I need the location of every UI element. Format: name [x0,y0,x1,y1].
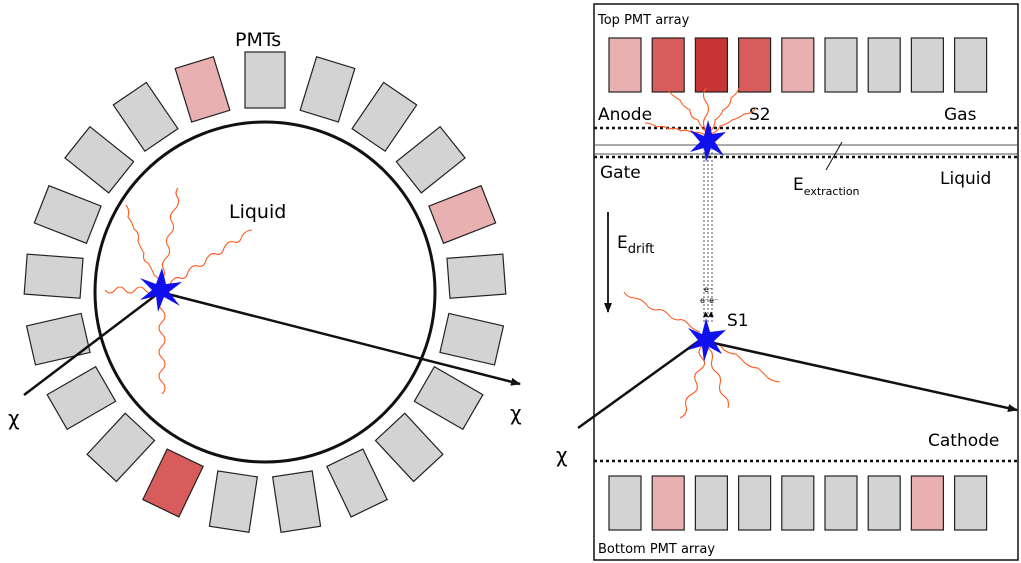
left-chi-out-label: χ [510,401,522,425]
s1-label: S1 [727,311,749,331]
pmt-tube [737,37,772,93]
right-liquid-label: Liquid [940,169,991,189]
photon-path [702,87,710,131]
left-chi-in-label: χ [8,406,20,430]
photon-path [125,204,163,286]
pmt-tube [326,448,388,518]
pmt-tube [910,475,945,531]
pmt-tube [608,37,642,93]
pmt-tube [824,37,858,93]
tpc-box [593,3,1019,561]
pmt-tube [271,470,322,533]
pmt-tube [374,412,444,483]
pmt-tube [142,448,204,518]
electron-label: e⁻e⁻ [700,296,718,305]
top-pmt-array-label: Top PMT array [597,13,690,28]
detector-circle [93,120,437,464]
right-outgoing-particle-track [699,338,1018,412]
gas-label: Gas [944,105,977,125]
pmt-tube [112,81,179,153]
left-liquid-label: Liquid [229,201,286,223]
pmt-tube [694,37,729,93]
pmt-tube [651,37,685,93]
pmt-tube [953,37,988,93]
pmt-tube [174,56,231,123]
pmt-tube [208,470,259,533]
photon-path [158,297,166,395]
e-drift-label: Edrift [617,233,654,257]
pmts-label: PMTs [235,29,281,51]
outgoing-particle-track [159,290,521,386]
electron-label: e⁻ [704,285,713,294]
pmt-tube [46,365,117,431]
left-scintillation-photons [104,187,253,395]
cathode-label: Cathode [928,431,999,451]
interaction-star-icon [140,268,182,312]
s2-star-icon [690,120,726,162]
pmt-tube [608,475,642,531]
pmt-tube [428,184,497,245]
left-pmt-ring [23,51,507,533]
s1-photons [623,291,781,419]
right-chi-in-label: χ [556,443,568,467]
pmt-tube [446,253,507,299]
pmt-tube [244,51,286,109]
pmt-tube [867,475,901,531]
photon-path [679,345,706,419]
pmt-tube [33,184,102,245]
pmt-tube [867,37,901,93]
pmt-tube [953,475,988,531]
photon-path [713,341,781,383]
anode-label: Anode [598,105,652,125]
electron-arrows-icon: ▲▲ [703,310,714,318]
pmt-tube [694,475,729,531]
photon-path [709,107,757,135]
s2-label: S2 [749,105,771,125]
bottom-pmt-array [608,475,988,531]
bottom-pmt-array-label: Bottom PMT array [598,542,715,557]
pmt-tube [824,475,858,531]
s1-star-icon [688,318,726,362]
pmt-tube [25,312,91,366]
pmt-tube [910,37,945,93]
pmt-tube [781,475,815,531]
pmt-tube [737,475,772,531]
pmt-tube [64,125,135,194]
pmt-tube [351,81,418,153]
pmt-tube [781,37,815,93]
photon-path [708,87,740,133]
top-pmt-array [608,37,988,93]
pmt-tube [439,312,505,366]
photon-path [623,291,701,333]
electron-drift-path [703,148,713,322]
photon-path [667,89,707,133]
e-extraction-label: Eextraction [793,175,860,198]
photon-path [707,347,730,409]
photon-path [169,229,253,285]
right-incoming-particle-track [577,338,701,430]
e-extraction-pointer [825,141,843,171]
pmt-tube [86,412,156,483]
pmt-tube [413,365,484,431]
pmt-tube [651,475,685,531]
incoming-particle-track [23,291,161,396]
photon-path [159,187,180,283]
pmt-tube [299,56,356,123]
pmt-tube [395,125,466,194]
pmt-tube [23,253,84,299]
gate-label: Gate [600,163,641,183]
